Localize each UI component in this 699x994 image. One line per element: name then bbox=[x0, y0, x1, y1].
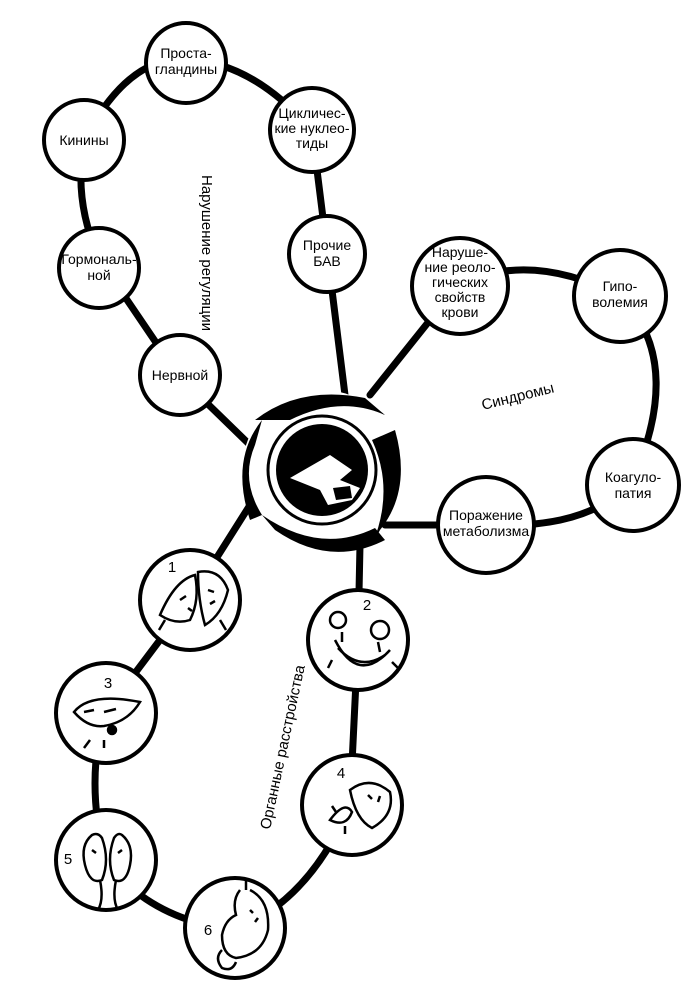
node-cyclic-nucleotides-line-1: Цикличес- bbox=[278, 105, 346, 121]
node-nervous: Нервной bbox=[138, 333, 222, 417]
svg-text:Гипо-волемия: Гипо-волемия bbox=[592, 278, 648, 310]
heart-vessel-icon bbox=[328, 781, 393, 834]
node-other-bav-line-2: БАВ bbox=[313, 253, 341, 269]
organ-node-1-number: 1 bbox=[168, 559, 176, 576]
node-cyclic-nucleotides-line-2: кие нуклео- bbox=[274, 120, 349, 136]
node-rheology-line-3: гических bbox=[432, 274, 488, 290]
node-prostaglandins-line-2: гландины bbox=[155, 61, 217, 77]
node-coagulopathy-line-1: Коагуло- bbox=[605, 469, 662, 485]
node-metabolism-line-2: метаболизма bbox=[443, 523, 530, 539]
node-other-bav-line-1: Прочие bbox=[303, 237, 351, 253]
node-kinins-line-1: Кинины bbox=[59, 132, 108, 148]
node-cyclic-nucleotides: Цикличес-кие нуклео-тиды bbox=[268, 86, 356, 174]
organ-node-4: 4 bbox=[300, 753, 404, 857]
svg-text:Кинины: Кинины bbox=[59, 132, 108, 148]
node-hypovolemia-line-1: Гипо- bbox=[603, 278, 638, 294]
svg-text:Гормональ-ной: Гормональ-ной bbox=[61, 251, 137, 283]
node-prostaglandins-line-1: Проста- bbox=[160, 45, 212, 61]
organ-node-2-number: 2 bbox=[363, 597, 371, 614]
organ-node-1: 1 bbox=[138, 548, 242, 652]
organ-node-3-number: 3 bbox=[104, 675, 112, 692]
lungs-icon bbox=[157, 570, 230, 631]
svg-text:Коагуло-патия: Коагуло-патия bbox=[605, 469, 662, 501]
node-coagulopathy: Коагуло-патия bbox=[585, 437, 681, 533]
node-rheology-line-4: свойств bbox=[435, 289, 486, 305]
node-coagulopathy-line-2: патия bbox=[615, 485, 652, 501]
node-hypovolemia-line-2: волемия bbox=[592, 294, 648, 310]
organ-node-6: 6 bbox=[183, 876, 287, 980]
organ-node-5-number: 5 bbox=[64, 851, 72, 868]
liver-icon bbox=[72, 697, 142, 749]
svg-text:Проста-гландины: Проста-гландины bbox=[155, 45, 217, 77]
node-metabolism-line-1: Поражение bbox=[449, 507, 523, 523]
label-regulation: Нарушение регуляции bbox=[198, 175, 215, 331]
node-hypovolemia: Гипо-волемия bbox=[572, 248, 668, 344]
node-hormonal-line-1: Гормональ- bbox=[61, 251, 137, 267]
organ-node-5: 5 bbox=[54, 808, 158, 912]
organ-node-4-number: 4 bbox=[337, 765, 345, 782]
node-rheology-line-5: крови bbox=[442, 304, 479, 320]
svg-text:Нервной: Нервной bbox=[152, 367, 208, 383]
node-rheology-line-2: ние реоло- bbox=[424, 259, 495, 275]
node-cyclic-nucleotides-line-3: тиды bbox=[296, 135, 328, 151]
stomach-icon bbox=[216, 880, 270, 971]
organ-node-6-number: 6 bbox=[204, 922, 212, 939]
node-hormonal: Гормональ-ной bbox=[57, 226, 141, 310]
node-kinins: Кинины bbox=[42, 98, 126, 182]
kidneys-icon bbox=[82, 832, 133, 911]
node-hormonal-line-2: ной bbox=[87, 267, 110, 283]
label-syndromes: Синдромы bbox=[480, 379, 556, 413]
central-emblem bbox=[242, 390, 402, 552]
node-rheology-line-1: Наруше- bbox=[432, 244, 489, 260]
node-nervous-line-1: Нервной bbox=[152, 367, 208, 383]
face-organ-icon bbox=[326, 610, 399, 669]
organ-node-2: 2 bbox=[306, 588, 410, 692]
node-prostaglandins: Проста-гландины bbox=[144, 21, 228, 105]
svg-text:Цикличес-кие нуклео-тиды: Цикличес-кие нуклео-тиды bbox=[274, 105, 349, 151]
organ-node-3: 3 bbox=[54, 661, 158, 765]
